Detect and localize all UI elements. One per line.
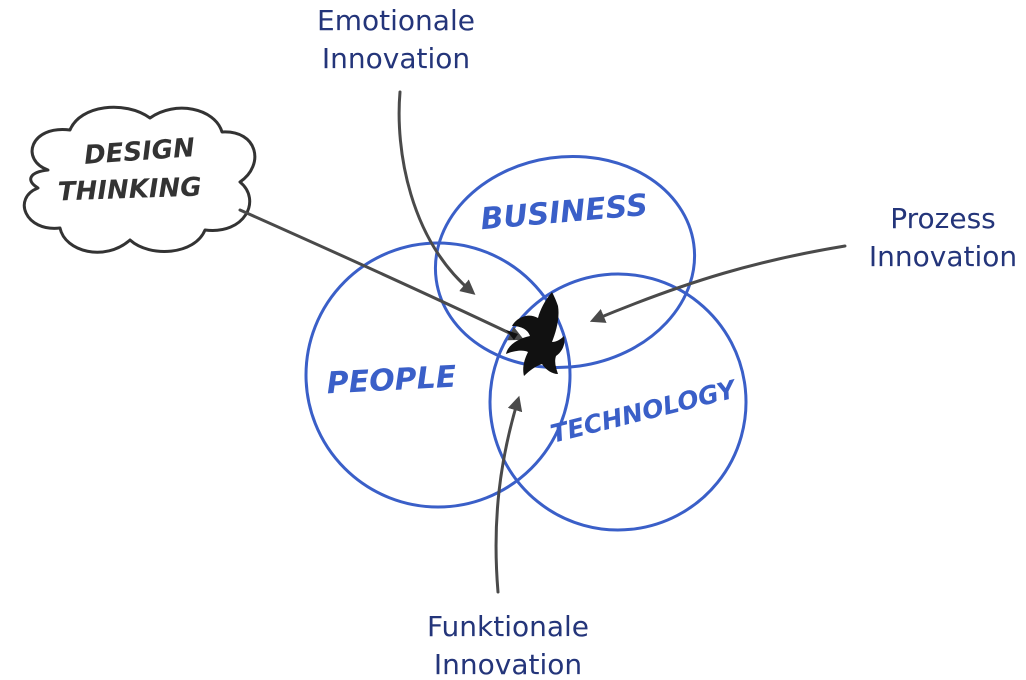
emotional-arrow bbox=[397, 90, 476, 295]
cloud-line-2: THINKING bbox=[57, 173, 202, 208]
process-line-1: Prozess bbox=[890, 202, 996, 235]
functional-line-2: Innovation bbox=[433, 648, 583, 680]
technology-circle bbox=[488, 272, 748, 532]
eagle-icon bbox=[506, 292, 565, 376]
design-thinking-cloud: DESIGN THINKING bbox=[22, 105, 257, 254]
technology-label: TECHNOLOGY bbox=[548, 374, 742, 449]
process-arrow bbox=[589, 244, 847, 323]
emotional-innovation-label: Emotionale Innovation bbox=[315, 2, 477, 78]
venn-circles bbox=[304, 154, 748, 532]
design-thinking-arrow bbox=[238, 208, 525, 341]
arrows bbox=[238, 90, 847, 594]
emotional-line-1: Emotionale bbox=[317, 4, 475, 37]
process-line-2: Innovation bbox=[868, 240, 1018, 273]
functional-line-1: Funktionale bbox=[426, 610, 590, 643]
people-label: PEOPLE bbox=[326, 360, 458, 402]
people-circle bbox=[304, 241, 572, 509]
functional-arrow bbox=[494, 395, 523, 594]
functional-innovation-label: Funktionale Innovation bbox=[420, 608, 596, 680]
cloud-line-1: DESIGN bbox=[83, 133, 196, 171]
process-innovation-label: Prozess Innovation bbox=[862, 200, 1024, 276]
emotional-line-2: Innovation bbox=[321, 42, 471, 75]
business-label: BUSINESS bbox=[479, 188, 649, 237]
business-circle bbox=[433, 154, 697, 370]
